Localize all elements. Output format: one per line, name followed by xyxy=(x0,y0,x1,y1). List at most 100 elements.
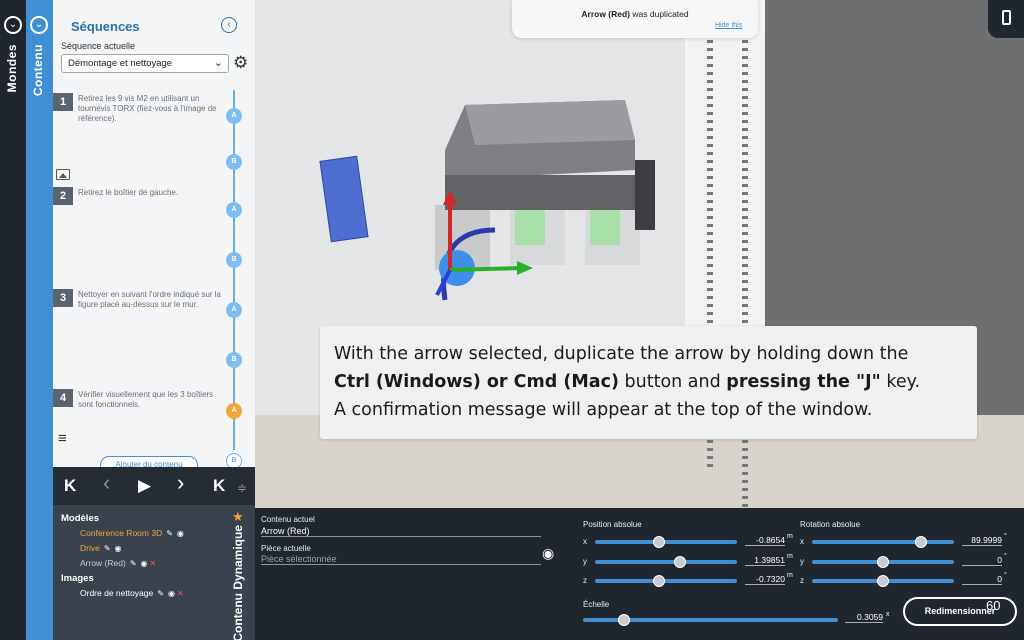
mondes-rail: ⌄ Mondes xyxy=(0,0,26,640)
rotation-slider-knob[interactable] xyxy=(877,556,889,568)
position-axis-label: y xyxy=(583,557,587,566)
eye-icon[interactable]: ◉ xyxy=(542,545,555,561)
contenu-toggle-button[interactable]: ⌄ xyxy=(30,16,48,34)
scale-slider-knob[interactable] xyxy=(618,614,630,626)
eye-icon[interactable]: ◉ xyxy=(167,589,175,598)
timeline-dot-2b[interactable]: B xyxy=(226,252,242,268)
collapse-panel-button[interactable]: ‹ xyxy=(221,17,237,33)
position-slider[interactable] xyxy=(595,579,737,583)
images-title: Images xyxy=(61,573,94,584)
scale-title: Échelle xyxy=(583,600,610,609)
edit-icon[interactable]: ✎ xyxy=(103,544,111,553)
position-slider-knob[interactable] xyxy=(653,575,665,587)
content-label: Contenu actuel xyxy=(261,515,315,524)
step-text: Retirez les 9 vis M2 en utilisant un tou… xyxy=(78,94,217,123)
instruction-line-2: Ctrl (Windows) or Cmd (Mac) button and p… xyxy=(334,368,963,396)
dynamic-content-label: Contenu Dynamique xyxy=(231,525,245,640)
play-button[interactable]: ▶ xyxy=(138,476,152,495)
mondes-label[interactable]: Mondes xyxy=(5,44,19,93)
chevron-down-icon: ⌄ xyxy=(213,57,223,69)
piece-label: Pièce actuelle xyxy=(261,544,311,553)
edit-icon[interactable]: ✎ xyxy=(157,589,164,598)
timeline-dot-4a[interactable]: A xyxy=(226,403,242,419)
rail-decoration xyxy=(742,0,748,508)
position-unit: m xyxy=(787,533,793,540)
position-unit: m xyxy=(787,572,793,579)
position-slider-knob[interactable] xyxy=(674,556,686,568)
rotation-value[interactable]: 0 xyxy=(962,574,1002,585)
rotation-value[interactable]: 0 xyxy=(962,555,1002,566)
transform-gizmo[interactable] xyxy=(425,190,545,310)
scale-value[interactable]: 0.3059 xyxy=(845,612,883,623)
step-list: 1 Retirez les 9 vis M2 en utilisant un t… xyxy=(53,90,255,467)
previous-step-button[interactable]: ‹ xyxy=(103,470,111,495)
notification-message: Arrow (Red) was duplicated xyxy=(512,9,758,19)
instruction-text: key. xyxy=(880,372,921,392)
eye-icon[interactable]: ◉ xyxy=(176,529,184,538)
rotation-axis-label: x xyxy=(800,537,804,546)
player-settings-icon[interactable]: ≑ xyxy=(237,481,248,495)
fps-counter: 60 xyxy=(986,598,1001,613)
model-item[interactable]: Drive✎◉ xyxy=(80,543,122,553)
first-step-button[interactable]: K xyxy=(64,476,77,495)
rotation-slider-knob[interactable] xyxy=(915,536,927,548)
rotation-axis-label: y xyxy=(800,557,804,566)
hide-notification-link[interactable]: Hide this xyxy=(715,22,743,29)
image-icon[interactable] xyxy=(56,169,70,180)
delete-icon[interactable]: ✕ xyxy=(176,589,184,598)
content-field[interactable]: Arrow (Red) xyxy=(261,526,541,537)
duplicate-notification: Arrow (Red) was duplicated Hide this xyxy=(512,0,758,38)
model-item[interactable]: Conference Room 3D✎◉ xyxy=(80,528,184,538)
player-controls: K ‹ ▶ › K ≑ xyxy=(53,467,255,505)
sequence-select[interactable]: Démontage et nettoyage ⌄ xyxy=(61,54,229,73)
mondes-toggle-button[interactable]: ⌄ xyxy=(4,16,22,34)
instruction-text: button and xyxy=(618,372,727,392)
last-step-button[interactable]: K xyxy=(213,476,226,495)
position-axis-label: z xyxy=(583,576,587,585)
timeline-dot-2a[interactable]: A xyxy=(226,202,242,218)
model-item[interactable]: Arrow (Red)✎◉✕ xyxy=(80,558,156,568)
rotation-slider-knob[interactable] xyxy=(877,575,889,587)
star-icon[interactable]: ★ xyxy=(232,509,244,524)
rotation-slider[interactable] xyxy=(812,540,954,544)
instruction-key-j: pressing the "J" xyxy=(726,372,881,392)
position-title: Position absolue xyxy=(583,520,642,529)
position-value[interactable]: -0.8654 xyxy=(745,535,785,546)
delete-icon[interactable]: ✕ xyxy=(149,559,157,568)
step-number: 3 xyxy=(53,289,73,307)
eye-icon[interactable]: ◉ xyxy=(140,559,148,568)
timeline-dot-1b[interactable]: B xyxy=(226,154,242,170)
sequence-panel: Séquences ‹ Séquence actuelle Démontage … xyxy=(53,0,255,467)
position-value[interactable]: -0.7320 xyxy=(745,574,785,585)
resize-button[interactable]: Redimensionner xyxy=(903,597,1017,626)
edit-icon[interactable]: ✎ xyxy=(129,559,137,568)
gear-icon[interactable]: ⚙ xyxy=(233,53,249,72)
menu-icon[interactable]: ≡ xyxy=(58,430,67,447)
dynamic-content-panel: Modèles Conference Room 3D✎◉ Drive✎◉ Arr… xyxy=(53,505,255,640)
rotation-value[interactable]: 89.9999 xyxy=(962,535,1002,546)
next-step-button[interactable]: › xyxy=(177,470,185,495)
timeline-dot-3b[interactable]: B xyxy=(226,352,242,368)
rotation-unit: ° xyxy=(1004,533,1007,540)
image-item[interactable]: Ordre de nettoyage✎◉✕ xyxy=(80,588,184,598)
position-slider-knob[interactable] xyxy=(653,536,665,548)
piece-field[interactable]: Pièce sélectionnée xyxy=(261,554,541,565)
timeline-dot-1a[interactable]: A xyxy=(226,108,242,124)
instruction-line-3: A confirmation message will appear at th… xyxy=(334,400,873,420)
position-slider[interactable] xyxy=(595,560,737,564)
add-content-button[interactable]: Ajouter du contenu xyxy=(100,456,198,467)
position-value[interactable]: 1.39851 xyxy=(745,555,785,566)
position-slider[interactable] xyxy=(595,540,737,544)
timeline-dot-4b[interactable]: B xyxy=(226,453,242,467)
scale-slider[interactable] xyxy=(583,618,838,622)
contenu-label[interactable]: Contenu xyxy=(31,44,45,97)
mobile-view-button[interactable] xyxy=(988,0,1024,38)
eye-icon[interactable]: ◉ xyxy=(114,544,122,553)
timeline-dot-3a[interactable]: A xyxy=(226,302,242,318)
edit-icon[interactable]: ✎ xyxy=(166,529,173,538)
step-text: Retirez le boîtier de gauche. xyxy=(78,188,179,197)
step-text: Nettoyer en suivant l'ordre indiqué sur … xyxy=(78,290,221,309)
3d-model-drive[interactable] xyxy=(435,100,655,275)
3d-model-board[interactable] xyxy=(319,155,369,243)
step-number: 2 xyxy=(53,187,73,205)
